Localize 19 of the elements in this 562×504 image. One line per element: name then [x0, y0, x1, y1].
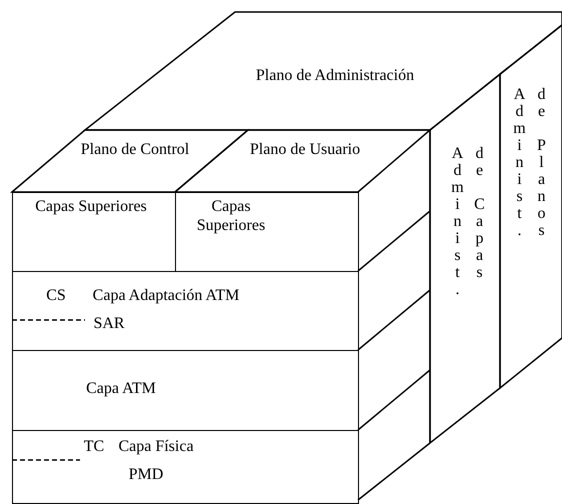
layer-box	[175, 192, 359, 272]
layer-box	[12, 430, 359, 504]
layer-label: Capas Superiores	[34, 197, 148, 216]
panel-label: Administ. de Capas	[448, 145, 489, 300]
layer-label: Capa Física	[117, 437, 195, 456]
sublayer-label: SAR	[92, 314, 126, 333]
sublayer-label: CS	[45, 286, 67, 305]
layer-box	[12, 350, 359, 431]
sublayer-label: TC	[82, 437, 106, 456]
layer-box	[12, 192, 176, 272]
panel-label: Administ. de Planos	[510, 86, 551, 241]
plane-label: Plano de Usuario	[248, 140, 362, 159]
layer-label: Capa ATM	[85, 379, 157, 398]
layer-label: Capa Adaptación ATM	[92, 286, 240, 305]
plane-label: Plano de Administración	[254, 66, 416, 85]
plane-label: Plano de Control	[80, 140, 190, 159]
layer-label: Capas Superiores	[196, 197, 266, 235]
sublayer-label: PMD	[128, 465, 164, 484]
layer-box	[12, 271, 359, 351]
